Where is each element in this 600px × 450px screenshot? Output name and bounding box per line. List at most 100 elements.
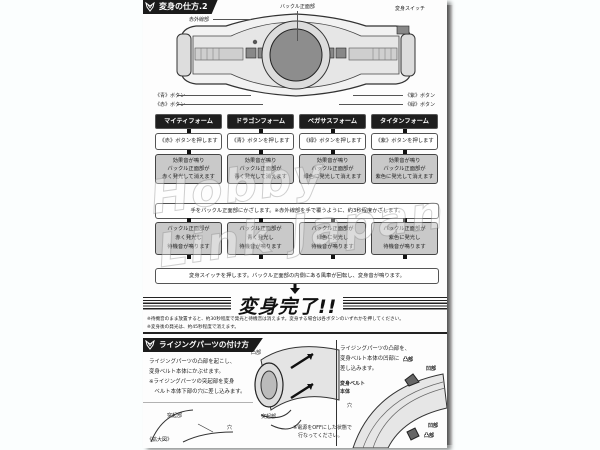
right-instructions: ライジングパーツの凸部を、 変身ベルト本体の凹部に 差し込みます。 [340,344,410,374]
step-hand-over: 手をバックル正面部にかざします。※赤外線部を手で覆うように、約3秒程度かざします… [155,203,439,219]
enlarged-view-illustration [143,402,253,443]
glow-line: 緑色に発光し [316,235,349,241]
form-column-dragon: ドラゴンフォーム 《青》ボタンを押します 効果音が鳴り バックル正面部が 青く発… [227,114,294,184]
effect-description: 効果音が鳴り バックル正面部が 青く発光して消えます [227,154,294,184]
form-title: マイティフォーム [155,114,222,129]
effect-description: 効果音が鳴り バックル正面部が 緑色に発光して消えます [299,154,366,184]
stripe-decoration [143,297,231,311]
glow-description: バックル正面部が 赤く発光し 待機音が鳴ります [155,222,222,255]
glow-column-dragon: バックル正面部が 青く発光し 待機音が鳴ります [227,218,294,259]
glow-line: バックル正面部が [383,226,426,232]
instruction-line: 差し込みます。 [340,366,378,372]
glow-line: 紫色に発光し [388,235,421,241]
connector [402,150,407,154]
leader-line [213,19,251,20]
right-panel [336,340,447,446]
connector [258,129,263,133]
glow-column-mighty: バックル正面部が 赤く発光し 待機音が鳴ります [155,218,222,259]
glow-line: 青く発光し [247,235,274,241]
label-concave-bottom: 凹部 [428,423,439,429]
leader-line [297,11,298,41]
effect-line: 効果音が鳴り [388,158,421,164]
leader-line [177,95,251,96]
effect-line: バックル正面部が [383,166,426,172]
effect-line: 効果音が鳴り [172,158,205,164]
glow-line: バックル正面部が [239,226,282,232]
leader-line [353,95,403,96]
glow-line: バックル正面部が [167,226,210,232]
label-hole: 穴 [227,425,233,431]
form-column-mighty: マイティフォーム 《赤》ボタンを押します 効果音が鳴り バックル正面部が 赤く発… [155,114,222,184]
note-glow-duration: ※変身後の発光は、約45秒程度で消えます。 [147,325,239,330]
section-header-rising: ライジングパーツの付け方 [143,338,263,352]
glow-line: 待機音が鳴ります [239,244,282,250]
connector [402,255,407,259]
section-header-henshin: 変身の仕方.2 [143,0,218,14]
connector [330,129,335,133]
connector [330,255,335,259]
label-convex: 凸部 [403,357,414,363]
form-title: ドラゴンフォーム [227,114,294,129]
complete-title: 変身完了!! [238,296,338,318]
label-belt-body: 変身ベルト 本体 [340,380,365,396]
label-concave: 凹部 [426,366,437,372]
kuuga-emblem-icon [145,2,155,12]
effect-line: 緑色に発光して消えます [303,174,362,180]
glow-line: 待機音が鳴ります [167,244,210,250]
step-press-switch: 変身スイッチを押します。バックル正面部の内側にある風車が回転し、変身音が鳴ります… [155,268,439,284]
glow-line: バックル正面部が [311,226,354,232]
press-instruction: 《緑》ボタンを押します [299,133,366,150]
glow-description: バックル正面部が 青く発光し 待機音が鳴ります [227,222,294,255]
label-convex-top: 凸部 [251,350,262,356]
label-blue-button: 《青》ボタン [155,93,186,99]
connector [402,218,407,222]
instruction-line: ※ライジングパーツの突起部を変身 [149,379,235,385]
effect-line: 青く発光して消えます [234,174,287,180]
rising-instructions: ライジングパーツの凸部を起こし、 変身ベルト本体にかぶせます。 ※ライジングパー… [149,357,246,397]
connector [258,150,263,154]
label-henshin-switch: 変身スイッチ [395,6,426,12]
section-title: ライジングパーツの付け方 [159,340,249,349]
connector [258,218,263,222]
glow-line: 待機音が鳴ります [311,244,354,250]
effect-line: 効果音が鳴り [244,158,277,164]
page-shadow-edge [447,5,453,445]
connector [258,255,263,259]
connector [402,129,407,133]
power-note: ※電源をOFFにした状態で 行なってください。 [293,424,352,440]
label-enlarged: 《拡大図》 [147,437,173,443]
section-divider [143,332,447,334]
kuuga-emblem-icon [145,340,155,350]
form-column-titan: タイタンフォーム 《紫》ボタンを押します 効果音が鳴り バックル正面部が 紫色に… [371,114,438,184]
label-purple-button: 《紫》ボタン [405,93,436,99]
effect-description: 効果音が鳴り バックル正面部が 赤く発光して消えます [155,154,222,184]
label-protrusion-mid: 突起部 [261,414,277,420]
effect-line: 赤く発光して消えます [162,174,215,180]
note-line: ※電源をOFFにした状態で [293,425,352,431]
instruction-line: ライジングパーツの凸部を、 [340,346,410,352]
leader-line [177,104,263,105]
arrow-down-icon [290,284,300,294]
glow-line: 待機音が鳴ります [383,244,426,250]
connector [330,150,335,154]
effect-line: バックル正面部が [239,166,282,172]
connector [186,218,191,222]
glow-line: 赤く発光し [175,235,202,241]
press-instruction: 《赤》ボタンを押します [155,133,222,150]
henshin-complete-banner: 変身完了!! [143,293,447,318]
effect-line: バックル正面部が [167,166,210,172]
instruction-line: ライジングパーツの凸部を起こし、 [149,359,236,365]
henshin-belt-illustration [176,13,416,97]
belt-closeup-illustration [352,373,447,448]
form-column-pegasus: ペガサスフォーム 《緑》ボタンを押します 効果音が鳴り バックル正面部が 緑色に… [299,114,366,184]
note-standby: ※待機音のまま放置すると、約30秒程度で発光と待機音は消えます。変身する場合は各… [147,317,404,322]
leader-line [339,104,403,105]
effect-description: 効果音が鳴り バックル正面部が 紫色に発光して消えます [371,154,438,184]
press-instruction: 《青》ボタンを押します [227,133,294,150]
effect-line: バックル正面部が [311,166,354,172]
press-instruction: 《紫》ボタンを押します [371,133,438,150]
effect-line: 紫色に発光して消えます [375,174,434,180]
glow-column-pegasus: バックル正面部が 緑色に発光し 待機音が鳴ります [299,218,366,259]
label-green-button: 《緑》ボタン [405,102,436,108]
connector [330,218,335,222]
